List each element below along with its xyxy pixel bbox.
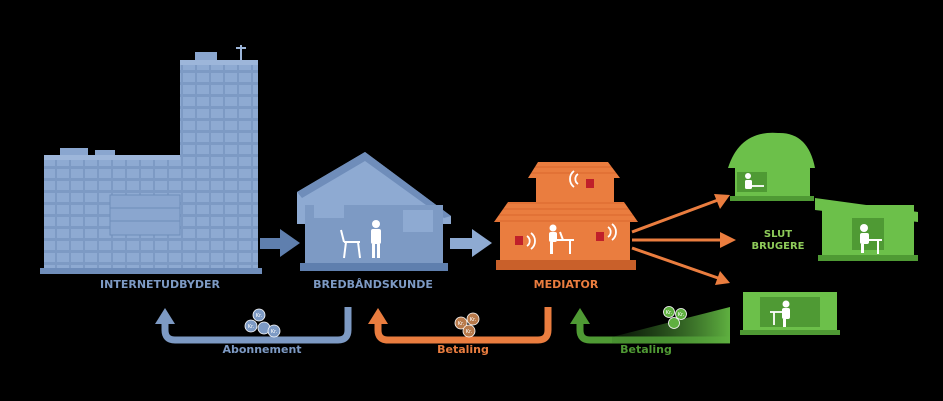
end-users-label-line2: BRUGERE: [751, 241, 804, 252]
coin-icon: Kr. Kr.: [663, 306, 687, 329]
distribution-arrows: [631, 194, 736, 285]
isp-label: INTERNETUDBYDER: [100, 278, 220, 291]
payment-customer-label: Betaling: [437, 343, 489, 356]
end-users-label-line1: SLUT: [764, 229, 792, 240]
svg-text:Kr.: Kr.: [248, 324, 255, 330]
end-user-house-3: [740, 292, 840, 335]
svg-text:Kr.: Kr.: [466, 329, 473, 335]
person-icon: [549, 224, 557, 254]
chair-icon: [340, 229, 361, 259]
subscription-label: Abonnement: [222, 343, 301, 356]
person-icon: [745, 173, 752, 189]
router-icon: [515, 179, 604, 245]
svg-text:Kr.: Kr.: [666, 310, 673, 316]
mediator-label: MEDIATOR: [534, 278, 599, 291]
person-icon: [782, 300, 790, 327]
arrow-icon: [450, 229, 492, 257]
svg-text:Kr.: Kr.: [256, 313, 263, 319]
payment-end-users-flow: Kr. Kr.: [570, 306, 730, 344]
customer-house: [297, 152, 451, 271]
wifi-signal-icon: [526, 170, 617, 250]
customer-label: BREDBÅNDSKUNDE: [313, 278, 433, 291]
arrow-icon: [260, 229, 300, 257]
table-icon: [557, 231, 574, 254]
svg-text:Kr.: Kr.: [458, 321, 465, 327]
entrance-block: [109, 194, 181, 236]
subscription-flow: Kr. Kr. Kr.: [155, 307, 352, 344]
svg-text:Kr.: Kr.: [271, 329, 278, 335]
coin-icon: Kr. Kr. Kr.: [454, 312, 480, 338]
person-icon: [860, 224, 869, 253]
isp-building: [40, 45, 262, 274]
end-user-house-2: [815, 198, 918, 261]
tower-block: [180, 60, 258, 272]
svg-text:Kr.: Kr.: [678, 312, 685, 318]
coin-icon: Kr. Kr. Kr.: [244, 308, 281, 338]
mediator-house: [494, 162, 638, 270]
antenna-icon: [240, 45, 242, 60]
payment-customer-flow: Kr. Kr. Kr.: [368, 307, 552, 344]
person-icon: [371, 220, 381, 258]
end-user-house-1: [728, 132, 815, 201]
payment-end-users-label: Betaling: [620, 343, 672, 356]
svg-text:Kr.: Kr.: [470, 317, 477, 323]
